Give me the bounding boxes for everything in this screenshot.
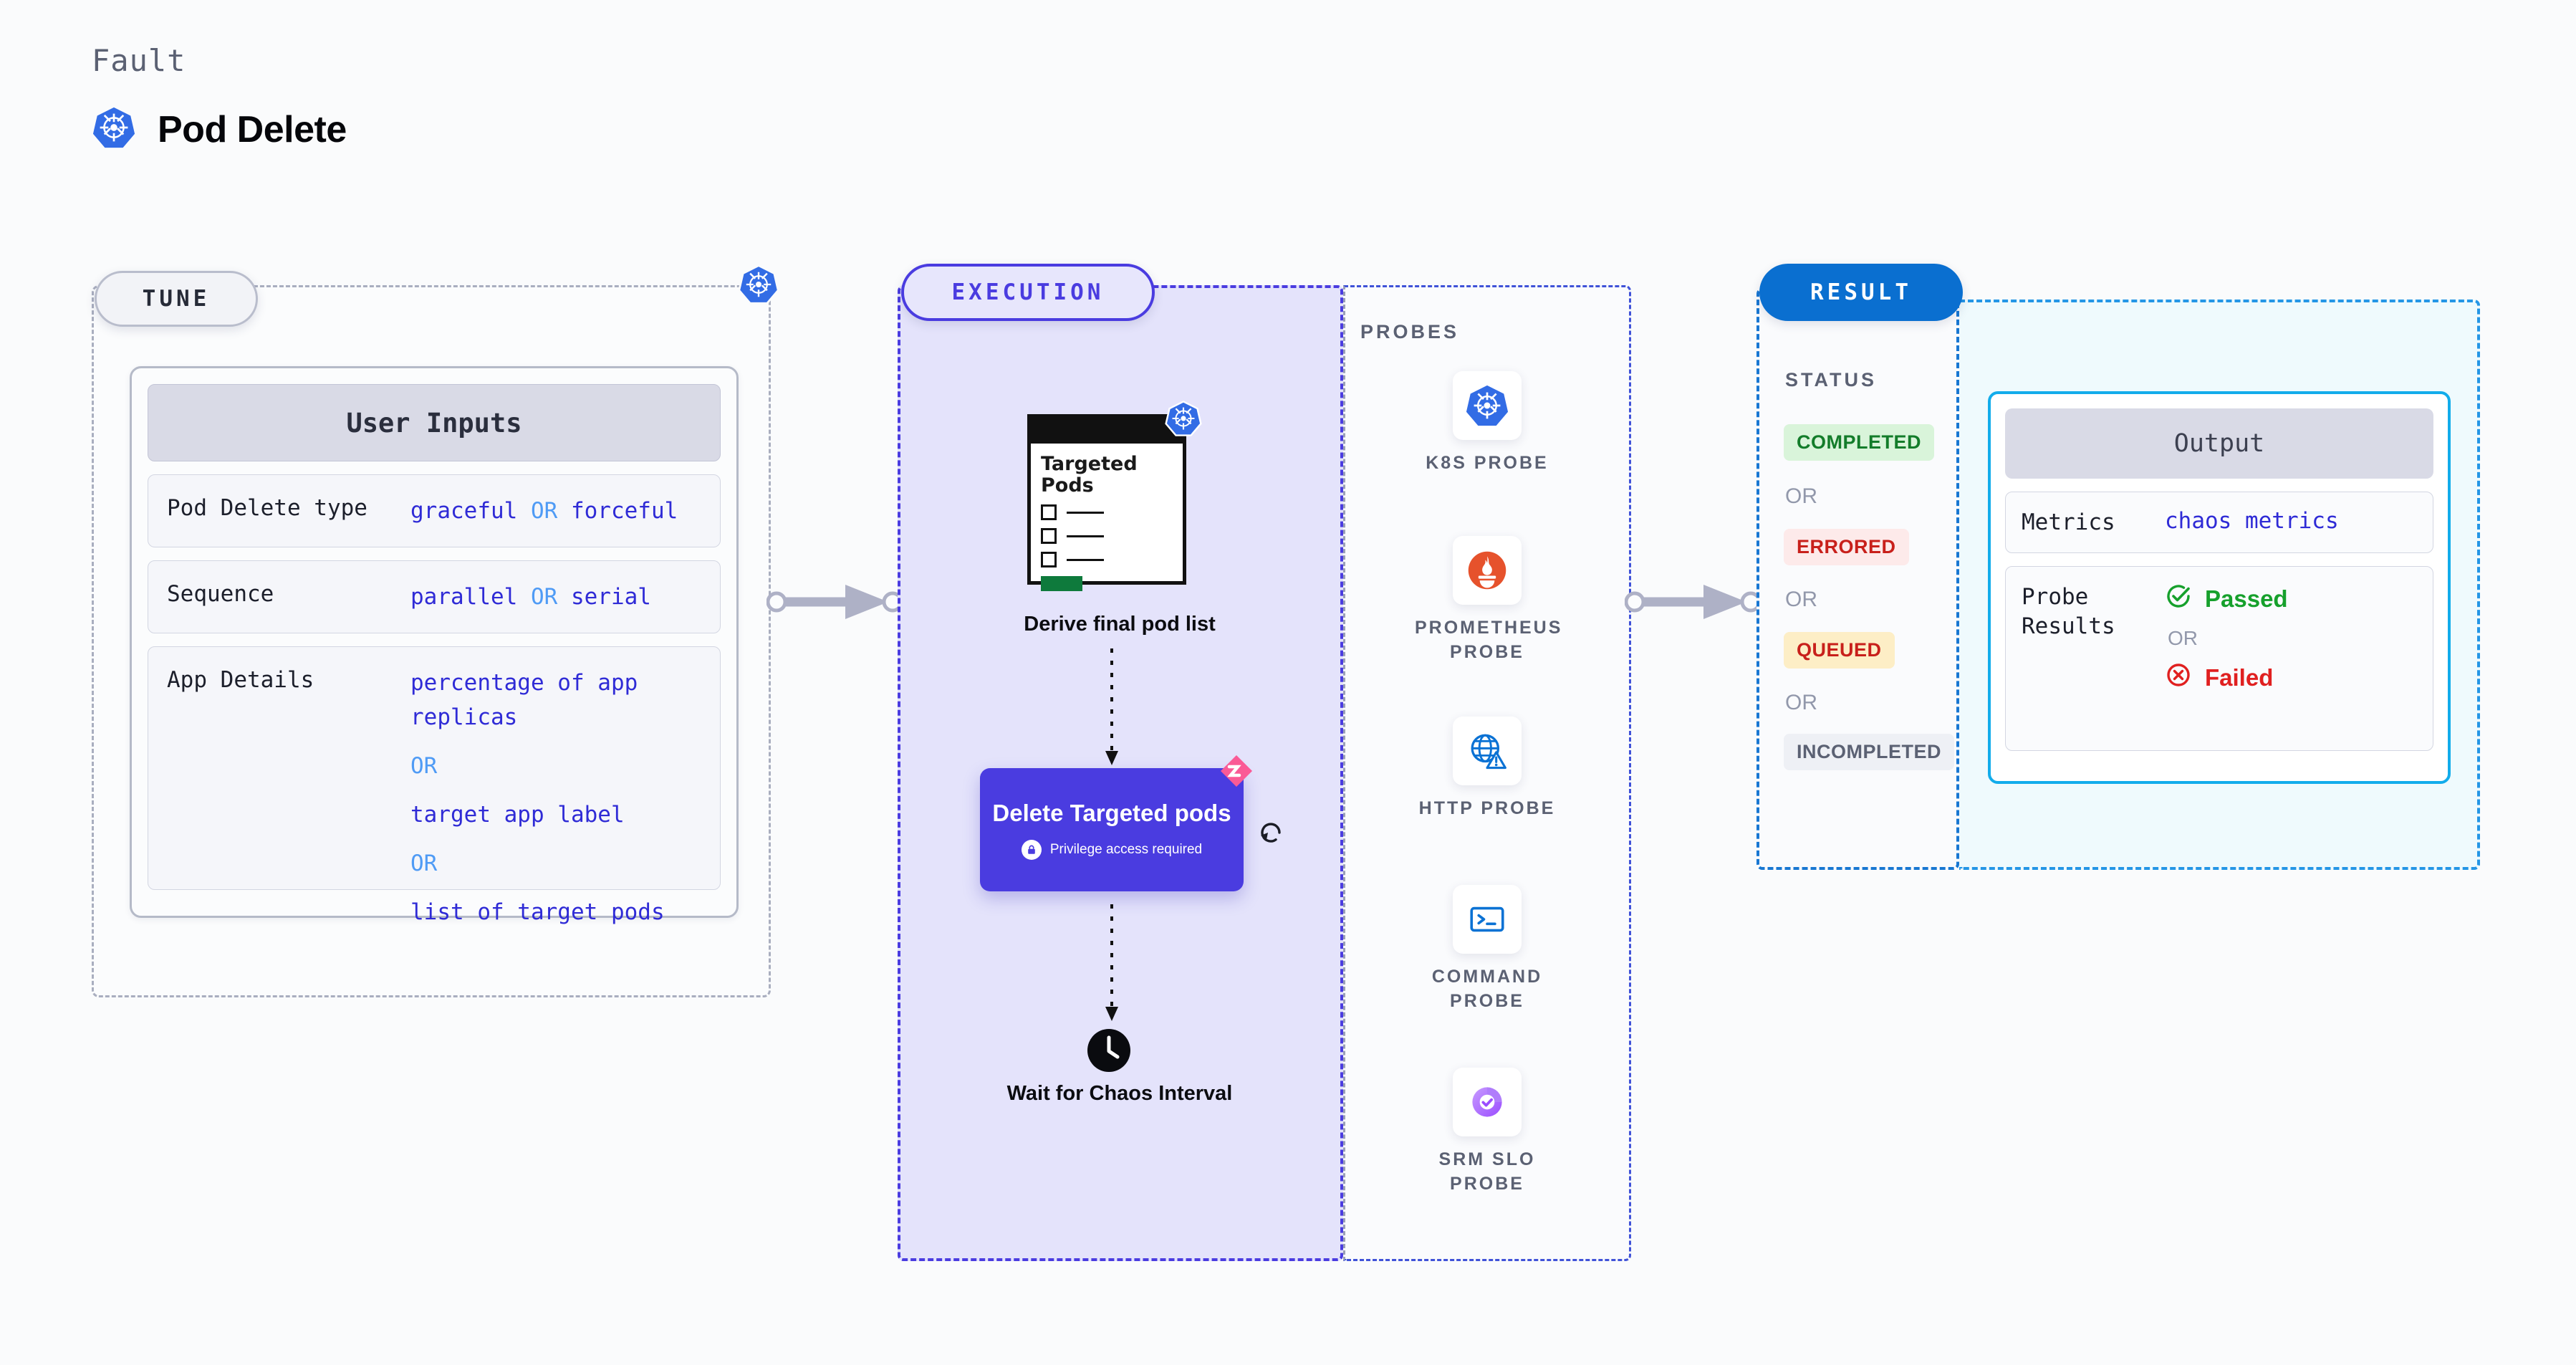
status-separator: OR <box>1785 588 1817 611</box>
output-value: chaos metrics <box>2165 508 2339 534</box>
input-row-pod-delete-type[interactable]: Pod Delete type graceful OR forceful <box>148 474 721 548</box>
terminal-icon <box>1453 885 1522 954</box>
probe-item-srm-slo[interactable]: SRM SLO PROBE <box>1415 1068 1559 1197</box>
derive-pod-list-label: Derive final pod list <box>1024 613 1216 636</box>
probe-label: COMMAND PROBE <box>1431 967 1543 1011</box>
wait-chaos-interval-label: Wait for Chaos Interval <box>1006 1082 1233 1105</box>
globe-warning-icon <box>1453 717 1522 785</box>
input-option: list of target pods <box>410 899 665 926</box>
kubernetes-icon <box>1453 371 1522 440</box>
flow-arrow-derive-to-delete <box>1103 648 1120 770</box>
probe-item-prometheus[interactable]: PROMETHEUS PROBE <box>1415 536 1563 665</box>
input-value: graceful OR forceful <box>410 494 678 528</box>
progress-bar <box>1041 576 1082 592</box>
probe-item-http[interactable]: HTTP PROBE <box>1415 717 1559 821</box>
status-stage-container <box>1756 288 1959 870</box>
clock-icon <box>1086 1028 1132 1077</box>
output-card: Output Metrics chaos metrics Probe Resul… <box>1988 391 2451 784</box>
prometheus-icon <box>1453 536 1522 605</box>
status-badge-queued: QUEUED <box>1784 632 1895 669</box>
node-title: Delete Targeted pods <box>992 799 1231 826</box>
input-option: graceful <box>410 498 518 524</box>
connector-tune-to-execution <box>766 580 910 627</box>
user-inputs-title: User Inputs <box>148 384 721 461</box>
refresh-loop-icon[interactable] <box>1255 817 1287 852</box>
input-option: forceful <box>570 498 678 524</box>
probe-label: HTTP PROBE <box>1418 798 1556 818</box>
input-option: parallel <box>410 584 518 610</box>
chaos-ribbon-icon <box>1212 751 1255 798</box>
stage-pill-execution[interactable]: EXECUTION <box>901 264 1155 321</box>
tune-stage-container: User Inputs Pod Delete type graceful OR … <box>92 285 771 997</box>
fault-eyebrow-label: Fault <box>92 43 186 78</box>
probe-item-k8s[interactable]: K8S PROBE <box>1415 371 1559 476</box>
status-section-label: STATUS <box>1785 369 1877 391</box>
page-header: Fault Pod Delete <box>92 43 347 153</box>
probe-result-passed: Passed <box>2165 583 2288 616</box>
privilege-note: Privilege access required <box>1021 840 1203 861</box>
output-row-metrics[interactable]: Metrics chaos metrics <box>2005 492 2433 554</box>
kubernetes-icon <box>92 105 136 153</box>
checkbox-icon <box>1041 504 1057 521</box>
probe-result-separator: OR <box>2168 627 2198 650</box>
delete-targeted-pods-node[interactable]: Delete Targeted pods Privilege access re… <box>980 755 1252 891</box>
output-row-probe-results[interactable]: Probe Results Passed OR <box>2005 566 2433 752</box>
targeted-pods-title: Targeted Pods <box>1041 453 1138 497</box>
input-option: serial <box>570 584 651 610</box>
input-option: percentage of app replicas <box>410 670 638 731</box>
checkbox-icon <box>1041 528 1057 545</box>
output-card-title: Output <box>2005 408 2433 479</box>
x-circle-icon <box>2165 661 2192 694</box>
kubernetes-icon <box>738 264 779 309</box>
input-option: target app label <box>410 802 625 828</box>
probe-result-label: Failed <box>2205 664 2274 691</box>
or-separator: OR <box>410 753 438 780</box>
probe-result-label: Passed <box>2205 585 2288 613</box>
user-inputs-card: User Inputs Pod Delete type graceful OR … <box>130 366 739 925</box>
flow-arrow-delete-to-wait <box>1103 904 1120 1026</box>
probe-label: K8S PROBE <box>1426 453 1549 473</box>
status-badge-incompleted: INCOMPLETED <box>1784 734 1955 770</box>
input-key: App Details <box>167 667 314 694</box>
probe-label: SRM SLO PROBE <box>1438 1149 1536 1194</box>
status-badge-completed: COMPLETED <box>1784 424 1935 461</box>
output-key: Probe Results <box>2022 584 2115 639</box>
probe-result-failed: Failed <box>2165 661 2288 694</box>
output-key: Metrics <box>2022 509 2115 535</box>
status-separator: OR <box>1785 691 1817 714</box>
input-value: percentage of app replicas OR target app… <box>410 666 665 929</box>
output-value: Passed OR Failed <box>2165 583 2288 694</box>
check-circle-icon <box>2165 583 2192 616</box>
probe-item-command[interactable]: COMMAND PROBE <box>1415 885 1559 1014</box>
stage-pill-tune[interactable]: TUNE <box>95 271 258 327</box>
or-separator: OR <box>530 584 558 610</box>
or-separator: OR <box>410 851 438 877</box>
input-row-sequence[interactable]: Sequence parallel OR serial <box>148 560 721 634</box>
lock-icon <box>1021 840 1042 861</box>
or-separator: OR <box>530 498 558 524</box>
stage-pill-result[interactable]: RESULT <box>1759 264 1963 321</box>
privilege-text: Privilege access required <box>1049 842 1203 858</box>
pods-checkbox-row <box>1041 504 1173 521</box>
status-badge-errored: ERRORED <box>1784 529 1909 565</box>
card-titlebar <box>1031 418 1183 444</box>
checkbox-icon <box>1041 552 1057 568</box>
pods-checkbox-row <box>1041 528 1173 545</box>
kubernetes-icon <box>1165 400 1202 441</box>
probes-section-label: PROBES <box>1360 321 1460 343</box>
probe-label: PROMETHEUS PROBE <box>1415 618 1563 662</box>
input-value: parallel OR serial <box>410 580 651 614</box>
input-key: Pod Delete type <box>167 495 367 521</box>
targeted-pods-card: Targeted Pods <box>1027 401 1202 592</box>
slo-donut-check-icon <box>1453 1068 1522 1136</box>
status-separator: OR <box>1785 484 1817 508</box>
input-row-app-details[interactable]: App Details percentage of app replicas O… <box>148 646 721 925</box>
page-title: Pod Delete <box>158 108 347 150</box>
pods-checkbox-row <box>1041 552 1173 568</box>
input-key: Sequence <box>167 581 274 608</box>
connector-execution-to-result <box>1624 580 1768 627</box>
